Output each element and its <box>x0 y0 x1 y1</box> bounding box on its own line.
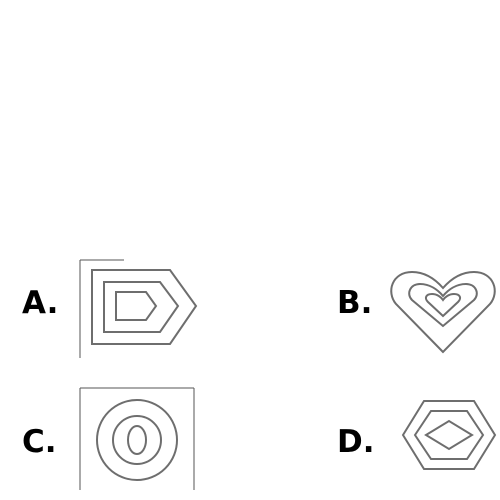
option-d-label: D. <box>337 424 375 460</box>
option-c-label: C. <box>22 424 57 460</box>
option-c-figure[interactable] <box>78 386 196 492</box>
option-c-inner-oval <box>127 425 147 455</box>
option-a-middle-shape <box>103 281 180 333</box>
option-a-inner-shape <box>115 291 158 321</box>
option-a-figure[interactable] <box>78 258 202 360</box>
option-b-label: B. <box>337 285 373 321</box>
option-b-middle-heart <box>408 282 478 328</box>
option-d-figure[interactable] <box>400 398 498 472</box>
option-d-middle-hexagon <box>413 410 485 460</box>
option-b-figure[interactable] <box>388 268 498 356</box>
option-a-label: A. <box>22 285 59 321</box>
option-d-outer-hexagon <box>401 400 497 470</box>
option-c-middle-circle <box>112 415 162 465</box>
option-b-outer-heart <box>390 270 496 354</box>
option-c-outer-circle <box>96 399 178 481</box>
option-a-outer-shape <box>91 269 198 345</box>
option-d-inner-diamond <box>424 419 474 451</box>
option-b-inner-heart <box>424 292 462 318</box>
